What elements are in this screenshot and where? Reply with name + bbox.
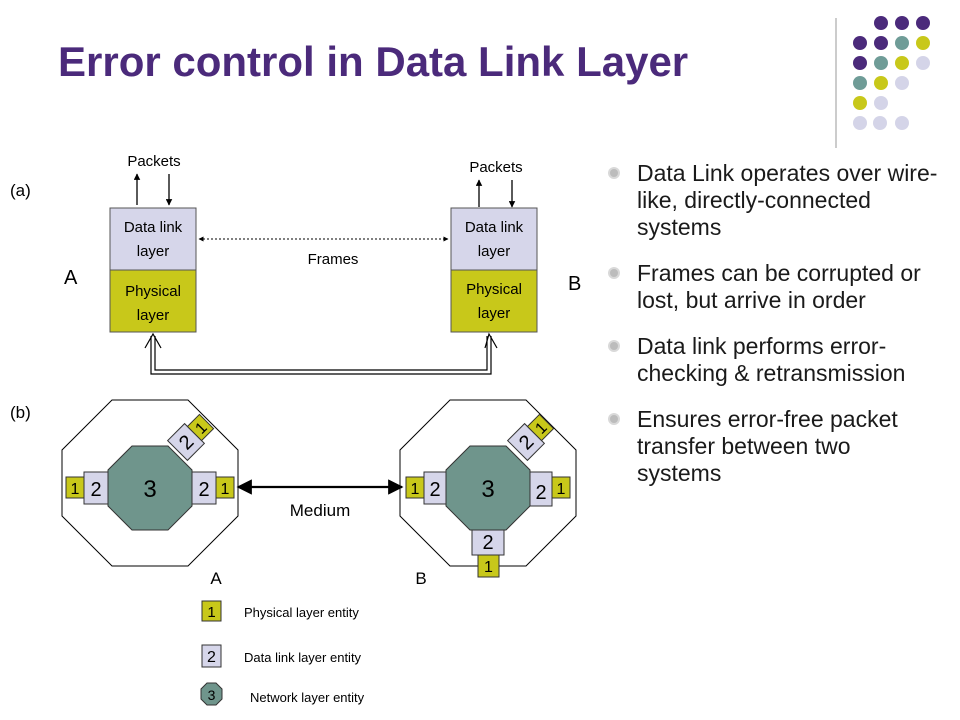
decorative-dot (895, 16, 909, 30)
phy-label-line2-left: layer (137, 307, 170, 324)
packets-left-label: Packets (127, 153, 180, 170)
packets-right-label: Packets (469, 159, 522, 176)
decorative-dot (895, 56, 909, 70)
decorative-dot (895, 76, 909, 90)
node-b-network-label: 3 (481, 476, 494, 503)
node-b-dll-left-label: 2 (429, 479, 440, 501)
layer-diagram: (a) A B Packets Data link layer Physical… (10, 153, 581, 706)
legend-physical-text: Physical layer entity (244, 605, 359, 620)
decorative-dot (874, 56, 888, 70)
node-a-phy-right-label: 1 (221, 481, 230, 498)
bullet-item: Data link performs error-checking & retr… (605, 333, 940, 387)
bullet-item: Ensures error-free packet transfer betwe… (605, 406, 940, 487)
decorative-dot (895, 116, 909, 130)
bullet-text: Ensures error-free packet transfer betwe… (637, 406, 898, 486)
node-a-diagonal-entities: 2 1 (166, 413, 215, 462)
node-b-dll-bottom (471, 529, 505, 556)
legend-dll-text: Data link layer entity (244, 650, 362, 665)
legend: 1 Physical layer entity 2 Data link laye… (200, 600, 365, 706)
frames-label: Frames (308, 251, 359, 268)
decorative-dot (916, 56, 930, 70)
bullet-text: Data Link operates over wire-like, direc… (637, 160, 938, 240)
bullet-item: Frames can be corrupted or lost, but arr… (605, 260, 940, 314)
bullet-item: Data Link operates over wire-like, direc… (605, 160, 940, 241)
node-a-phy-left-label: 1 (71, 481, 80, 498)
legend-dll-symbol: 2 (207, 649, 216, 666)
node-a-phy-left (65, 476, 85, 499)
node-b-dll-bottom-label: 2 (482, 532, 493, 554)
decorative-dot (874, 76, 888, 90)
node-a-phy-diagonal (186, 413, 215, 442)
physical-link (144, 332, 498, 375)
dll-label-line2-left: layer (137, 243, 170, 260)
dll-label-line2-right: layer (478, 243, 511, 260)
node-a-network-label: 3 (143, 476, 156, 503)
legend-network-text: Network layer entity (250, 690, 365, 705)
node-a-phy-right (215, 476, 235, 499)
node-b-phy-right (551, 476, 571, 499)
node-b-phy-bottom (477, 554, 500, 578)
legend-dll-swatch (201, 644, 222, 668)
decorative-dot (916, 16, 930, 30)
node-b-diagonal-entities: 2 1 (506, 413, 555, 462)
bullet-dot-icon (608, 267, 620, 279)
data-link-layer-box-right (450, 207, 538, 271)
node-b-phy-right-label: 1 (557, 481, 566, 498)
bullet-dot-icon (608, 167, 620, 179)
decorative-dot (853, 116, 867, 130)
diagram-a-label: (a) (10, 181, 31, 200)
decorative-dot (874, 96, 888, 110)
legend-physical-symbol: 1 (207, 604, 215, 621)
phy-label-line2-right: layer (478, 305, 511, 322)
decorative-dot (874, 36, 888, 50)
node-a-label: A (64, 267, 78, 289)
physical-layer-box-right (450, 269, 538, 333)
decorative-dot (895, 36, 909, 50)
slide-title: Error control in Data Link Layer (58, 38, 689, 85)
bullet-text: Frames can be corrupted or lost, but arr… (637, 260, 921, 313)
physical-layer-box-left (109, 269, 197, 333)
legend-physical-swatch (201, 600, 222, 622)
decorative-dot-grid (835, 16, 930, 148)
medium-label: Medium (290, 501, 350, 520)
node-b-dll-right-label: 2 (535, 482, 546, 504)
bullet-text: Data link performs error-checking & retr… (637, 333, 906, 386)
node-b-phy-bottom-label: 1 (484, 559, 493, 576)
decorative-dot (873, 116, 887, 130)
node-a-dll-right-label: 2 (198, 479, 209, 501)
node-b-caption: B (415, 569, 426, 588)
decorative-dot (874, 16, 888, 30)
node-a-dll-right (191, 471, 217, 505)
diagram-b-label: (b) (10, 403, 31, 422)
bullet-dot-icon (608, 340, 620, 352)
decorative-dot (853, 36, 867, 50)
node-a-dll-left-label: 2 (90, 479, 101, 501)
legend-network-symbol: 3 (208, 687, 216, 703)
bullet-dot-icon (608, 413, 620, 425)
dll-label-line1-left: Data link (124, 219, 183, 236)
phy-label-line1-left: Physical (125, 283, 181, 300)
decorative-dot (853, 76, 867, 90)
bullet-list: Data Link operates over wire-like, direc… (605, 160, 940, 506)
decorative-dot (853, 56, 867, 70)
decorative-dot (853, 96, 867, 110)
data-link-layer-box-left (109, 207, 197, 271)
legend-network-swatch (200, 682, 223, 706)
node-b-label: B (568, 273, 581, 295)
node-b-phy-diagonal (526, 413, 555, 442)
dll-label-line1-right: Data link (465, 219, 524, 236)
node-a-caption: A (210, 569, 222, 588)
node-b-phy-left (405, 476, 425, 499)
node-a-dll-left (83, 471, 109, 505)
phy-label-line1-right: Physical (466, 281, 522, 298)
node-b-phy-left-label: 1 (411, 481, 420, 498)
decorative-dot (916, 36, 930, 50)
